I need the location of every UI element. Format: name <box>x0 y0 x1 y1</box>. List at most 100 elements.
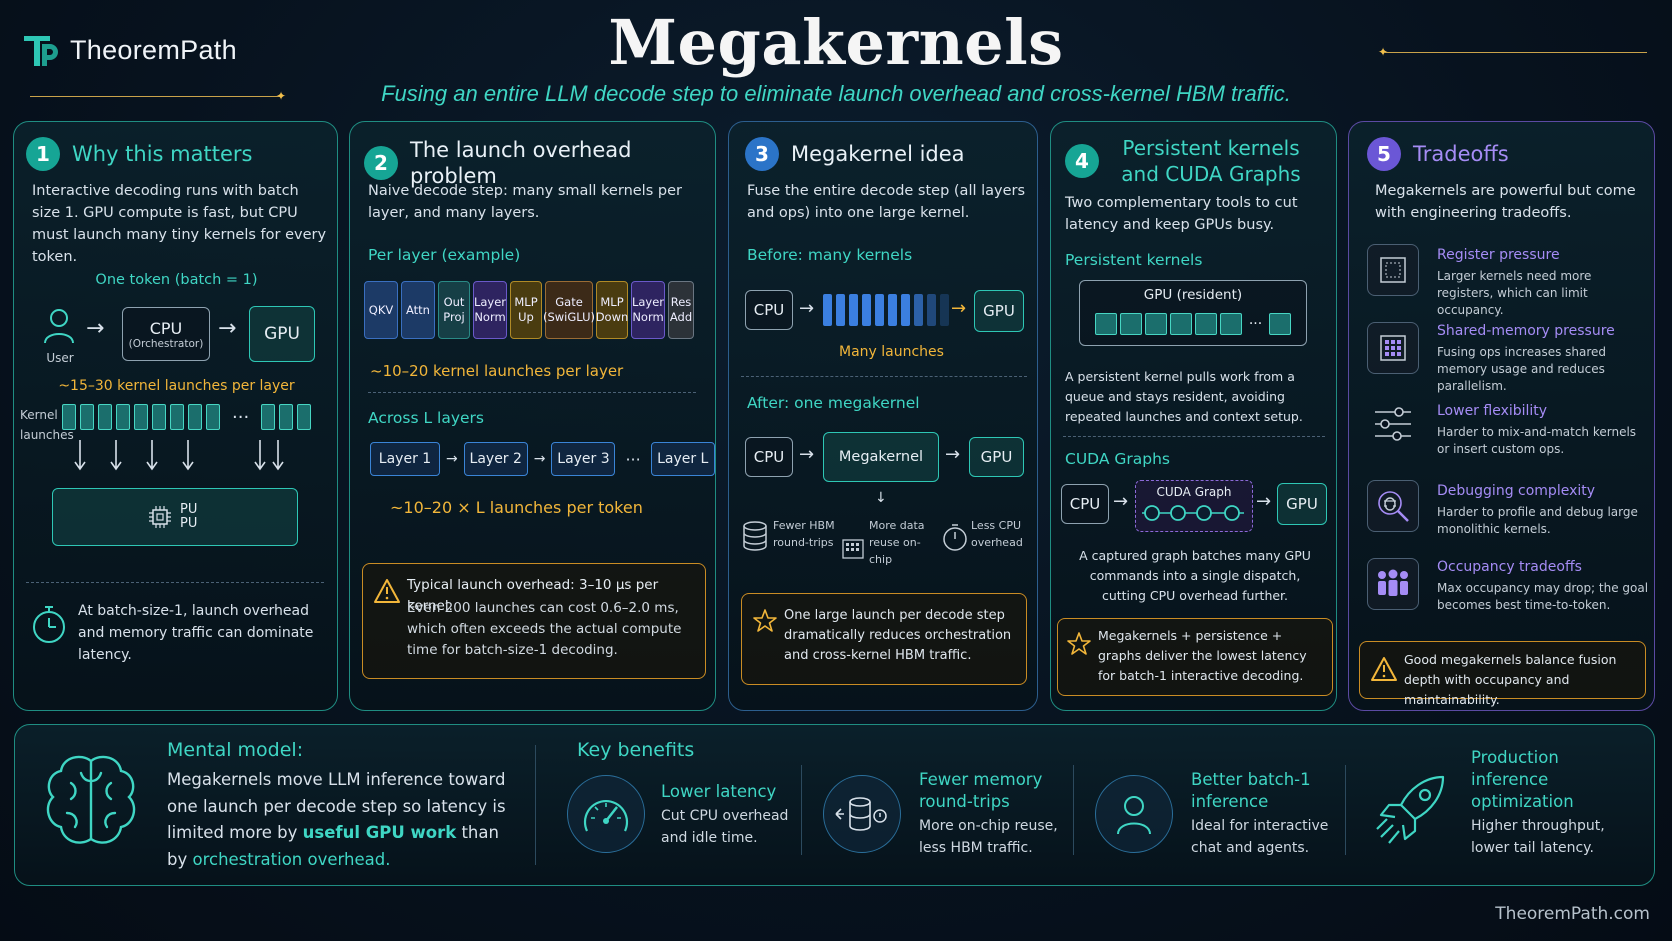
panel-body: Two complementary tools to cut latency a… <box>1065 195 1298 233</box>
logo-text: TheoremPath <box>70 34 237 65</box>
panel-body: Megakernels are powerful but come with e… <box>1375 183 1636 221</box>
kernel-row: ··· <box>62 404 312 430</box>
user-label: User <box>46 351 74 365</box>
tradeoff-title: Shared-memory pressure <box>1437 323 1615 339</box>
benefit-text: Ideal for interactive chat and agents. <box>1191 818 1329 856</box>
kernel-block <box>170 404 184 430</box>
panel-title: Tradeoffs <box>1413 142 1509 166</box>
panel-tradeoffs: 5 Tradeoffs Megakernels are powerful but… <box>1348 121 1655 711</box>
occupancy-people-icon <box>1367 558 1419 610</box>
sliders-icon <box>1375 407 1411 441</box>
work-item <box>1219 313 1242 335</box>
layers-row: Layer 1 → Layer 2 → Layer 3 ··· Layer L <box>370 442 715 476</box>
tradeoff-title: Occupancy tradeoffs <box>1437 559 1582 575</box>
panel-body: Naive decode step: many small kernels pe… <box>368 183 682 221</box>
brain-icon <box>46 755 136 844</box>
warning-icon <box>1371 657 1397 681</box>
fewer-hbm-label: Fewer HBM round-trips <box>773 519 835 549</box>
mental-highlight-1: useful GPU work <box>302 823 457 842</box>
divider <box>801 765 802 855</box>
header-divider-left <box>30 96 280 97</box>
arrow-icon: → <box>951 298 967 319</box>
work-item <box>1194 313 1217 335</box>
tradeoff-note: Good megakernels balance fusion depth wi… <box>1359 641 1646 707</box>
cuda-graph-label: CUDA Graph <box>1156 485 1232 499</box>
gpu-box: GPU <box>249 306 315 362</box>
register-pressure-icon <box>1367 244 1419 296</box>
panel-megakernel-idea: 3 Megakernel idea Fuse the entire decode… <box>728 121 1038 711</box>
panel-footer-text: At batch-size-1, launch overhead and mem… <box>78 603 314 663</box>
star-icon <box>753 609 777 632</box>
panel-body: Fuse the entire decode step (all layers … <box>747 183 1026 221</box>
divider <box>1345 765 1346 855</box>
arrow-icon: → <box>446 451 458 467</box>
kernel-block <box>80 404 94 430</box>
more-data-label: More data reuse on-chip <box>869 519 925 566</box>
before-label: Before: many kernels <box>747 246 913 264</box>
tradeoff-text: Max occupancy may drop; the goal becomes… <box>1437 581 1649 612</box>
stopwatch-icon <box>33 606 65 643</box>
gpu-box: GPU <box>974 290 1024 332</box>
work-item <box>1269 313 1292 335</box>
ellipsis: ··· <box>232 406 250 428</box>
kernel-bar <box>940 294 949 326</box>
benefit-title: Lower latency <box>661 782 777 801</box>
panel-launch-overhead: 2 The launch overhead problem Naive deco… <box>349 121 716 711</box>
cpu-box: CPU <box>745 437 793 477</box>
layer-box: Layer 3 <box>551 442 616 476</box>
kernel-block <box>134 404 148 430</box>
benefit-text: Higher throughput, lower tail latency. <box>1471 818 1605 856</box>
mental-highlight-2: orchestration overhead. <box>192 849 391 869</box>
database-icon <box>743 521 767 551</box>
persistent-body: A persistent kernel pulls work from a qu… <box>1065 369 1303 424</box>
token-label: One token (batch = 1) <box>95 272 258 288</box>
kernel-bar <box>901 294 910 326</box>
divider <box>741 376 1027 377</box>
kernel-bar <box>823 294 832 326</box>
layer-box: Layer 1 <box>370 442 440 476</box>
many-launches-label: Many launches <box>839 344 944 360</box>
arrow-icon: → <box>533 451 546 467</box>
work-queue: ··· <box>1094 313 1292 335</box>
page-title: Megakernels <box>608 6 1064 79</box>
overhead-warning: Typical launch overhead: 3–10 μs per ker… <box>362 563 706 679</box>
op-attn: Attn <box>401 281 435 339</box>
footer-url: TheoremPath.com <box>1495 904 1650 924</box>
cpu-label: CPU <box>149 318 183 338</box>
divider <box>1063 436 1325 437</box>
kernel-block <box>116 404 130 430</box>
debug-bug-icon <box>1367 480 1419 532</box>
kernel-bar <box>862 294 871 326</box>
mental-text-1: Megakernels move LLM inference toward on… <box>167 770 506 842</box>
kernel-bar <box>836 294 845 326</box>
speedometer-icon <box>567 775 645 853</box>
warning-line-1: Typical launch overhead: 3–10 μs per ker… <box>407 577 659 614</box>
arrow-icon: → <box>218 316 237 341</box>
cpu-sub-label: (Orchestrator) <box>128 337 204 350</box>
arrow-icon: → <box>86 316 105 341</box>
user-icon <box>44 309 74 344</box>
arrow-icon: → <box>799 298 815 319</box>
op-layer-norm-2: Layer Norm <box>631 281 665 339</box>
kernel-block <box>152 404 166 430</box>
arrow-icon: → <box>1113 491 1129 512</box>
note-text: Megakernels + persistence + graphs deliv… <box>1098 628 1307 683</box>
graphs-body: A captured graph batches many GPU comman… <box>1079 548 1311 603</box>
op-layer-norm: Layer Norm <box>473 281 507 339</box>
persistent-label: Persistent kernels <box>1065 251 1203 269</box>
mental-model-title: Mental model: <box>167 739 304 761</box>
arrow-icon: → <box>1256 491 1272 512</box>
warning-line-2: Even 200 launches can cost 0.6–2.0 ms, w… <box>407 600 682 658</box>
op-out-proj: Out Proj <box>438 281 470 339</box>
tradeoff-title: Debugging complexity <box>1437 483 1596 499</box>
launches-per-layer-label: ~15–30 kernel launches per layer <box>58 378 295 394</box>
megakernel-note: One large launch per decode step dramati… <box>741 593 1027 685</box>
page-subtitle: Fusing an entire LLM decode step to elim… <box>381 81 1291 106</box>
sparkle-icon: ✦ <box>1378 45 1389 59</box>
tradeoff-title: Register pressure <box>1437 247 1560 263</box>
sparkle-icon: ✦ <box>276 89 287 103</box>
timer-icon <box>943 524 967 551</box>
header-divider-right <box>1385 52 1647 53</box>
op-qkv: QKV <box>364 281 398 339</box>
step-number: 5 <box>1367 137 1401 171</box>
